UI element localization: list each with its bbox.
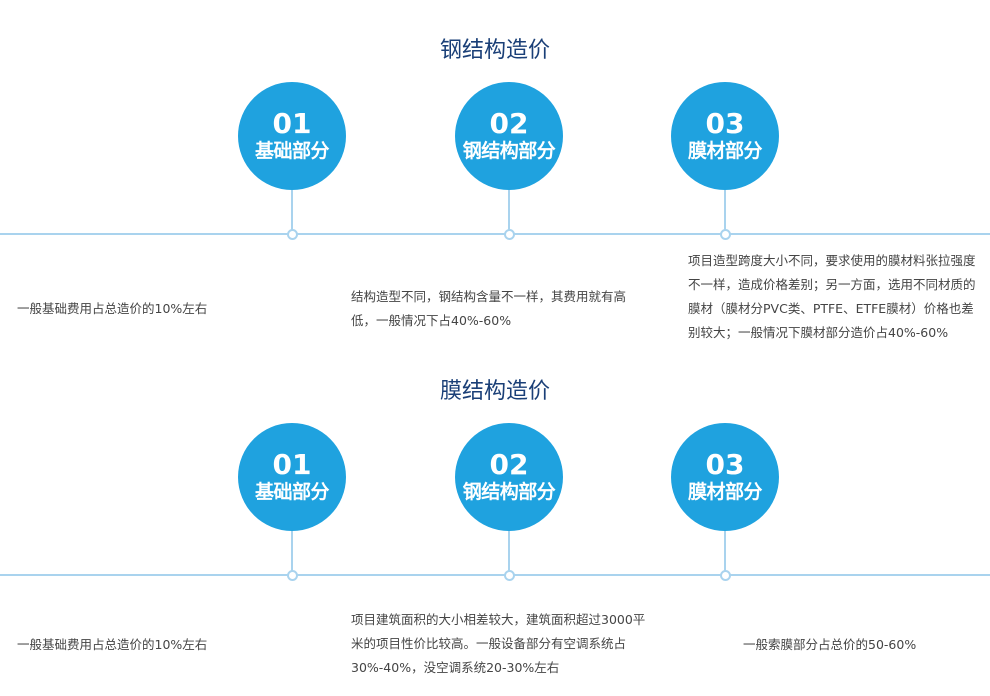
step-number: 02 (489, 448, 529, 481)
step-number: 01 (272, 107, 312, 140)
timeline-dot (287, 570, 298, 581)
step-number: 02 (489, 107, 529, 140)
steel-step-02-desc: 结构造型不同，钢结构含量不一样，其费用就有高低，一般情况下占40%-60% (351, 289, 627, 328)
connector-line (508, 531, 510, 573)
steel-step-02-circle: 02 钢结构部分 (455, 82, 563, 190)
membrane-step-03-circle: 03 膜材部分 (671, 423, 779, 531)
step-label: 钢结构部分 (462, 140, 556, 162)
step-label: 膜材部分 (687, 481, 763, 503)
membrane-step-01-circle: 01 基础部分 (238, 423, 346, 531)
connector-line (724, 531, 726, 573)
section-title-steel: 钢结构造价 (439, 38, 550, 63)
timeline-dot (720, 229, 731, 240)
section-title-membrane: 膜结构造价 (439, 379, 550, 404)
timeline-line (0, 574, 990, 576)
membrane-step-01-desc: 一般基础费用占总造价的10%左右 (17, 637, 208, 652)
membrane-step-02-desc: 项目建筑面积的大小相差较大，建筑面积超过3000平米的项目性价比较高。一般设备部… (351, 612, 646, 675)
step-label: 膜材部分 (687, 140, 763, 162)
connector-line (291, 531, 293, 573)
steel-step-01-desc: 一般基础费用占总造价的10%左右 (17, 301, 208, 316)
step-label: 基础部分 (254, 481, 330, 503)
step-label: 钢结构部分 (462, 481, 556, 503)
step-number: 03 (705, 448, 745, 481)
timeline-line (0, 233, 990, 235)
steel-step-03-circle: 03 膜材部分 (671, 82, 779, 190)
steel-step-01-circle: 01 基础部分 (238, 82, 346, 190)
connector-line (291, 190, 293, 232)
timeline-dot (720, 570, 731, 581)
step-label: 基础部分 (254, 140, 330, 162)
timeline-dot (504, 570, 515, 581)
membrane-step-02-circle: 02 钢结构部分 (455, 423, 563, 531)
step-number: 03 (705, 107, 745, 140)
connector-line (724, 190, 726, 232)
step-number: 01 (272, 448, 312, 481)
timeline-dot (504, 229, 515, 240)
membrane-step-03-desc: 一般索膜部分占总价的50-60% (743, 637, 917, 652)
connector-line (508, 190, 510, 232)
steel-step-03-desc: 项目造型跨度大小不同，要求使用的膜材料张拉强度不一样，造成价格差别；另一方面，选… (688, 253, 976, 340)
timeline-dot (287, 229, 298, 240)
